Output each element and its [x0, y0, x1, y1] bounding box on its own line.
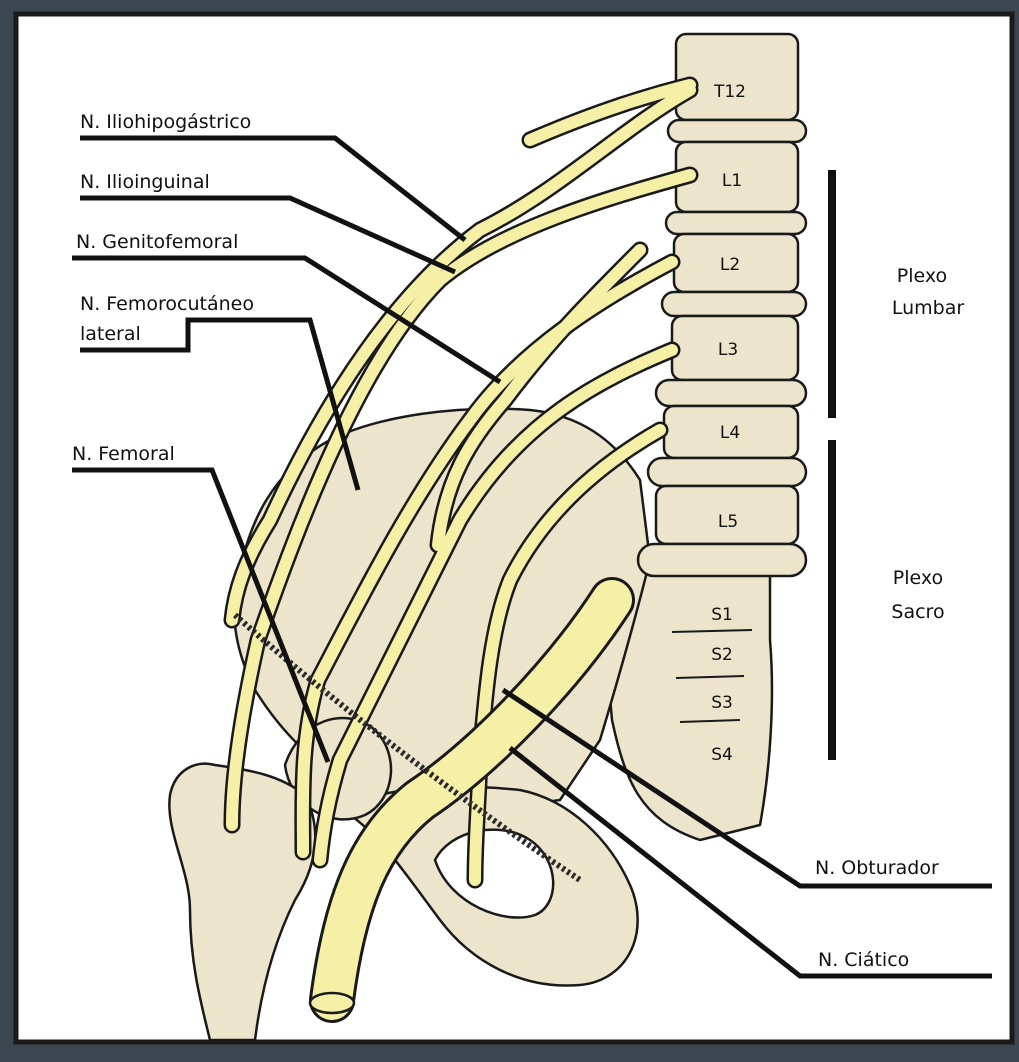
label-sacral-s3: S3	[711, 693, 733, 713]
label-vertebra-l3: L3	[718, 340, 738, 360]
intervertebral-disc	[648, 458, 806, 486]
intervertebral-disc	[668, 120, 806, 142]
label-sacral-s4: S4	[711, 745, 733, 765]
label-femorocutaneous-line2: lateral	[80, 323, 141, 345]
intervertebral-disc	[666, 212, 806, 234]
label-ilioinguinal: N. Ilioinguinal	[80, 171, 210, 193]
nerve-cut-end	[310, 993, 354, 1013]
label-vertebra-l5: L5	[718, 512, 738, 532]
label-sciatic: N. Ciático	[818, 949, 909, 971]
label-sacral-s2: S2	[711, 645, 733, 665]
label-vertebra-t12: T12	[713, 82, 746, 102]
label-vertebra-l1: L1	[722, 171, 742, 191]
intervertebral-disc	[656, 380, 806, 406]
label-femorocutaneous-line1: N. Femorocutáneo	[80, 293, 254, 315]
intervertebral-disc	[662, 292, 806, 316]
label-genitofemoral: N. Genitofemoral	[76, 231, 238, 253]
label-sacral-plexus-line2: Sacro	[891, 601, 944, 623]
intervertebral-disc	[638, 544, 806, 576]
label-lumbar-plexus-line2: Lumbar	[892, 297, 965, 319]
label-femoral: N. Femoral	[72, 443, 175, 465]
label-sacral-plexus-line1: Plexo	[893, 567, 943, 589]
label-sacral-s1: S1	[711, 605, 733, 625]
label-lumbar-plexus-line1: Plexo	[897, 265, 947, 287]
vertebra-body	[676, 34, 798, 120]
label-iliohypogastric: N. Iliohipogástrico	[80, 111, 251, 133]
label-obturator: N. Obturador	[815, 857, 939, 879]
label-vertebra-l4: L4	[720, 423, 740, 443]
label-vertebra-l2: L2	[720, 255, 740, 275]
